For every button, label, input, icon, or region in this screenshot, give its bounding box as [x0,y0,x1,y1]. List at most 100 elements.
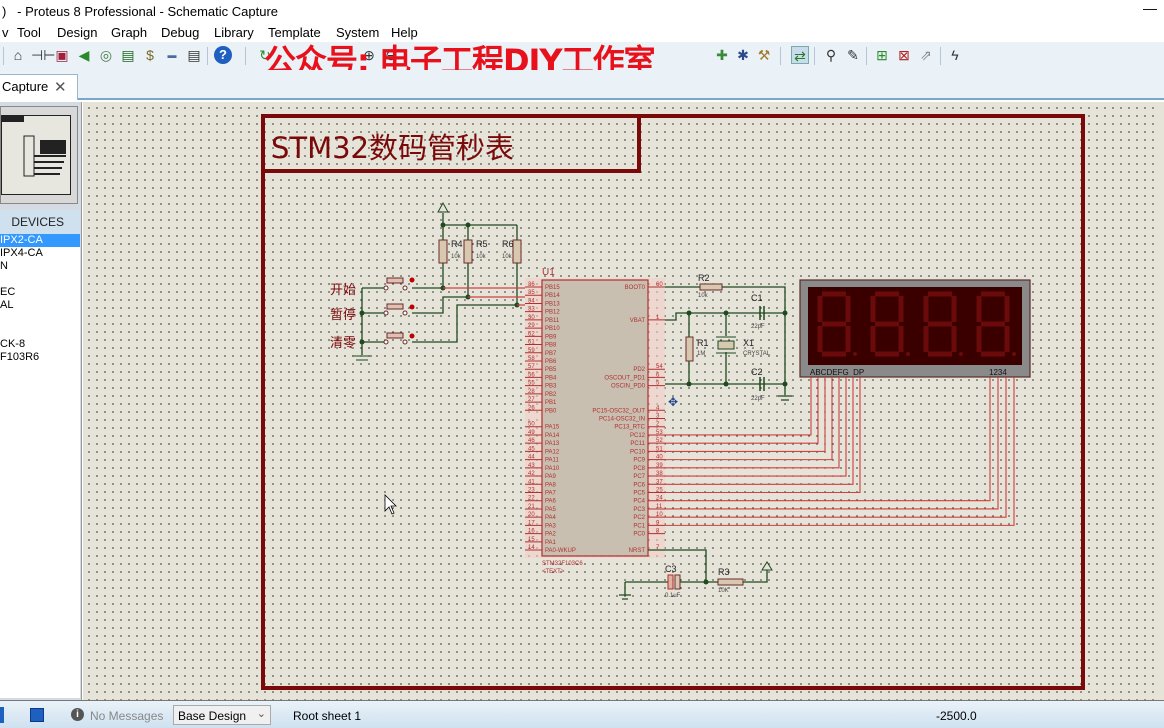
wire-autorouter-icon[interactable]: ⇄ [791,46,809,64]
device-item[interactable] [0,325,80,338]
mcu-pin-name: PC2 [633,515,645,521]
mcu-pin-name: PA8 [545,482,557,488]
mcu-pin-number: 61 [528,340,535,346]
crystal-x1[interactable]: X1 CRYSTAL [716,336,771,357]
mcu-pin-name: PC4 [633,499,645,505]
menu-debug[interactable]: Debug [161,25,200,40]
menu-library[interactable]: Library [214,25,254,40]
seven-segment-display[interactable]: ABCDEFG DP 1234 [799,279,1031,378]
stop-button[interactable] [30,708,44,722]
mcu-pin-number: 44 [528,455,535,461]
osc-junctions [686,310,788,387]
tab-schematic-capture[interactable]: Capture ✕ [0,74,78,100]
goto-sheet-icon[interactable]: ⇗ [920,47,932,63]
help-icon[interactable]: ? [214,46,232,64]
device-item[interactable]: F103R6 [0,351,40,363]
design-select[interactable]: Base Design ⌄ [173,705,271,725]
mcu-pin-number: 59 [528,348,535,354]
menu-system[interactable]: System [336,25,380,40]
document-icon[interactable]: ▤ [187,47,201,63]
resistor-r6[interactable]: R6 10k [502,239,522,264]
device-item[interactable]: CK-8 [0,338,26,350]
schematic-drawing[interactable]: STM32数码管秒表 R4 10k R5 10k R6 10k [83,102,1156,700]
delete-sheet-icon[interactable]: ⊠ [898,47,910,63]
refresh-icon[interactable]: ↻ [259,47,271,63]
schematic-canvas[interactable]: STM32数码管秒表 R4 10k R5 10k R6 10k [83,102,1156,700]
menu-view[interactable]: v [2,25,9,40]
menu-graph[interactable]: Graph [111,25,148,40]
button-pause[interactable]: 暂停 [330,303,415,323]
c2-value: 22pF [751,396,765,402]
new-sheet-icon[interactable]: ⊞ [876,47,888,63]
mcu-pin-name: PC5 [633,491,645,497]
close-icon[interactable]: ✕ [54,79,67,96]
dollar-icon[interactable]: $ [146,47,154,63]
resistor-r4[interactable]: R4 10k [438,239,463,264]
resistor-r5[interactable]: R5 10k [463,239,488,264]
c1-value: 22pF [751,324,765,330]
mcu-pin-number: 36 [528,282,535,288]
vertical-scrollbar[interactable] [1156,102,1164,700]
resistor-r3[interactable]: R3 10K [717,567,744,594]
netlist-icon[interactable]: ϟ [951,47,959,63]
capacitor-c3[interactable]: C3 0.1uF [665,564,681,599]
menu-help[interactable]: Help [391,25,418,40]
capacitor-c1[interactable]: C1 22pF [751,293,765,330]
hammer-icon[interactable]: ⚒ [757,47,771,63]
menu-design[interactable]: Design [57,25,98,40]
device-item[interactable] [0,312,80,325]
toolbar-separator [780,47,781,65]
mcu-part: STM32F103C6 [542,561,583,567]
component-icon[interactable]: ⊣⊢ [31,47,56,63]
mcu-pin-number: 38 [656,471,663,477]
r5-value: 10k [476,254,487,260]
device-item[interactable] [0,273,80,286]
mcu-pin-number: 9 [656,520,660,526]
resistor-r2[interactable]: R2 10k [698,273,723,299]
button-start[interactable]: 开始 [330,277,415,299]
menu-tool[interactable]: Tool [17,25,41,40]
back-forward-icon[interactable]: ◀ [78,47,90,63]
resistor-r1[interactable]: R1 1M [685,336,709,362]
overview-thumbnail [2,116,66,177]
device-item[interactable]: IPX2-CA [0,234,80,247]
mcu-pin-name: PB11 [545,318,560,324]
search-icon[interactable]: ⚲ [825,47,837,63]
chip-icon[interactable]: ▣ [55,47,69,63]
add-device-icon[interactable]: ✚ [716,47,728,63]
zoom-out-icon[interactable]: ⊖ [385,47,397,63]
mcu-pin-name: PC14-OSC32_IN [599,417,645,423]
bom-icon[interactable]: ▤ [121,47,135,63]
title-block [261,114,641,173]
menu-bar: v Tool Design Graph Debug Library Templa… [0,24,1164,42]
home-icon[interactable]: ⌂ [13,47,23,63]
title-bar: ) - Proteus 8 Professional - Schematic C… [0,0,1164,24]
mcu-pin-number: 35 [528,290,535,296]
mcu-pin-name: PB12 [545,310,560,316]
segment-wire [665,377,847,477]
mcu-pin-name: PC7 [633,474,645,480]
gerber-icon[interactable]: ▬ [167,50,177,60]
minimize-button[interactable]: — [1143,0,1157,16]
messages-status[interactable]: No Messages [90,709,164,723]
menu-template[interactable]: Template [268,25,321,40]
play-indicator-icon[interactable] [0,707,4,723]
mcu-pin-name: PC15-OSC32_OUT [592,408,645,414]
mcu-pin-name: PB2 [545,392,557,398]
device-item[interactable]: AL [0,299,14,311]
pcb-icon[interactable]: ◎ [99,47,113,63]
packaging-icon[interactable]: ✱ [737,47,749,63]
device-item[interactable]: IPX4-CA [0,247,43,259]
mcu-pin-number: 10 [656,512,663,518]
overview-preview[interactable] [0,106,78,204]
device-item[interactable]: EC [0,286,16,298]
property-assignment-icon[interactable]: ✎ [847,47,859,63]
device-item[interactable]: N [0,260,8,272]
button-clear[interactable]: 清零 [330,332,415,351]
mcu-pin-number: 55 [528,381,535,387]
mcu-pin-name: PA15 [545,425,560,431]
capacitor-c2[interactable]: C2 22pF [751,367,765,402]
zoom-in-icon[interactable]: ⊕ [363,47,375,63]
mcu-pin-name: PA11 [545,458,559,464]
